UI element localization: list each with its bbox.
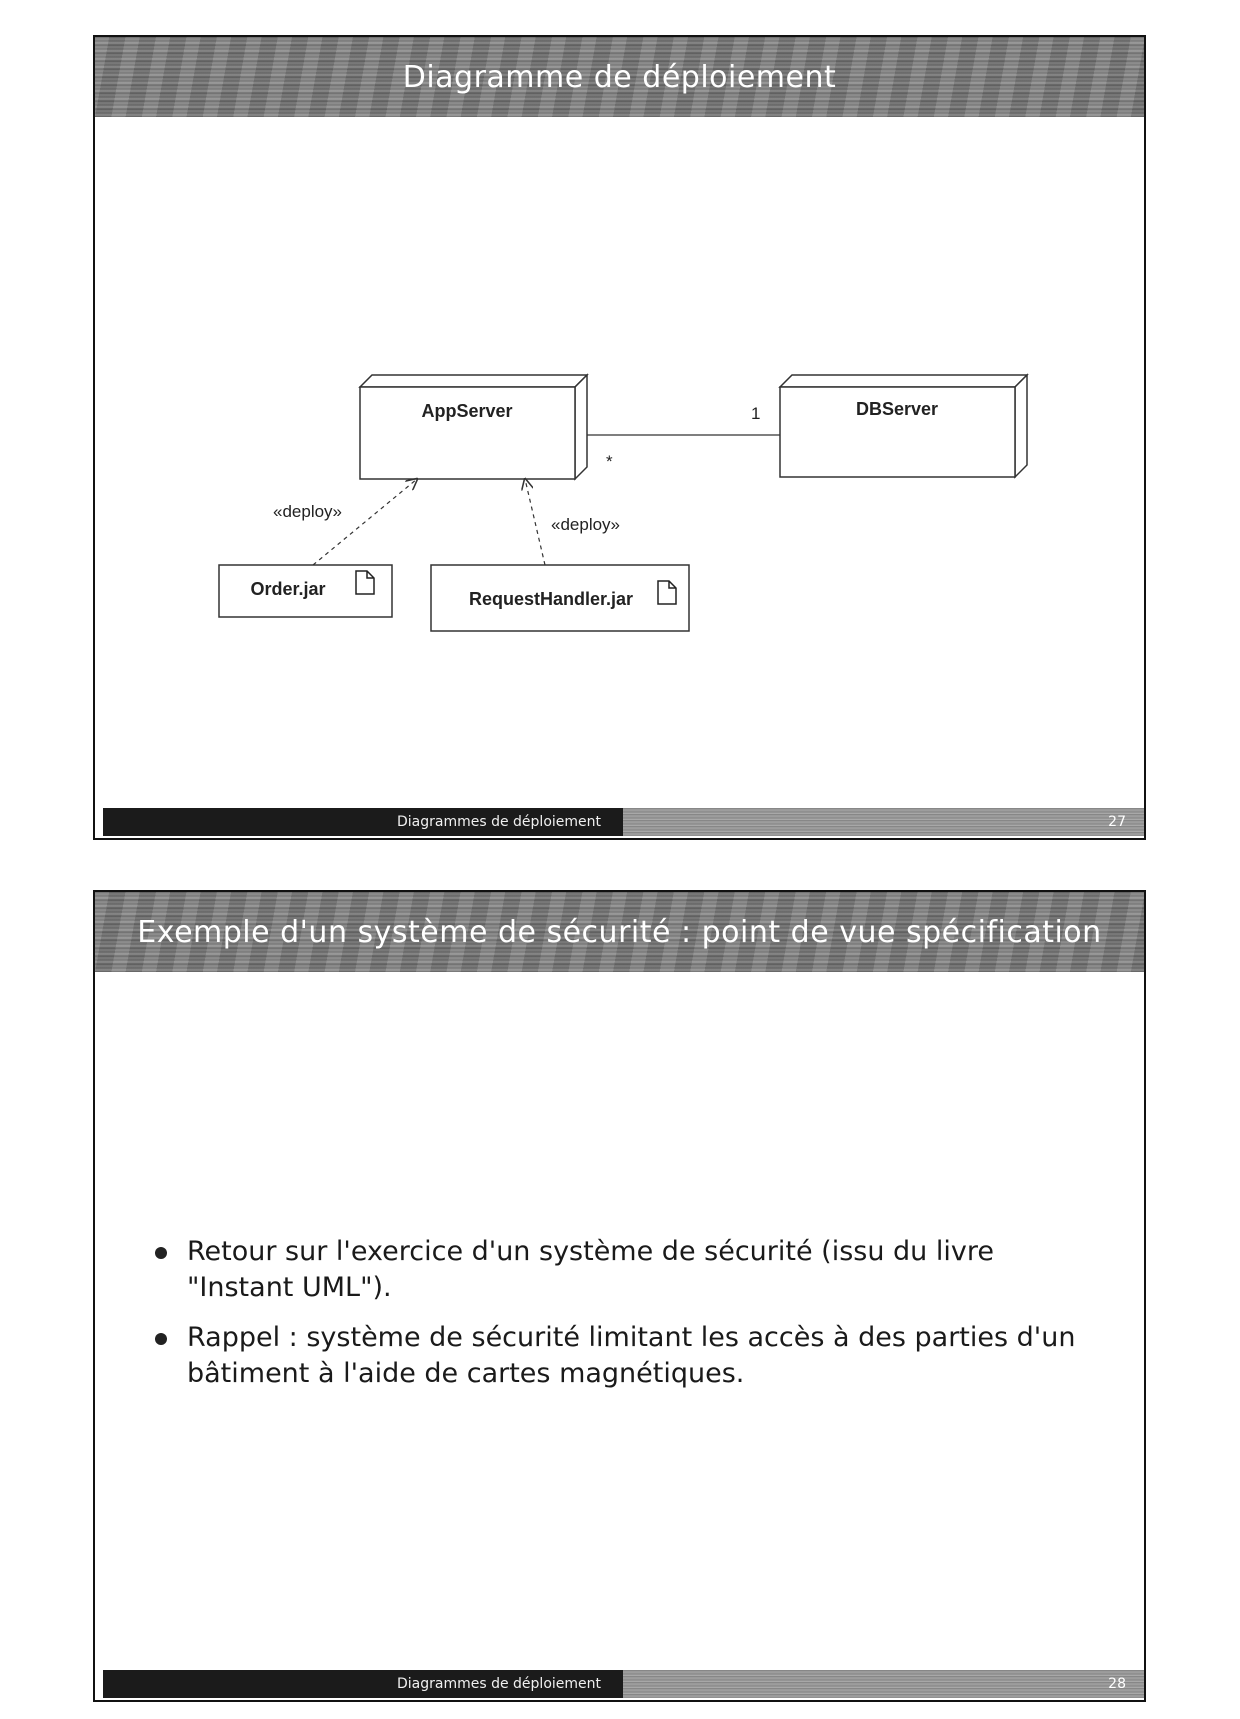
appserver-node: AppServer — [358, 373, 589, 481]
slide-title-bar: Exemple d'un système de sécurité : point… — [95, 892, 1144, 972]
footer-section-title: Diagrammes de déploiement — [103, 808, 623, 836]
deploy-dependency-right — [525, 479, 546, 566]
slide-title-bar: Diagramme de déploiement — [95, 37, 1144, 117]
bullet-text: Retour sur l'exercice d'un système de sé… — [187, 1236, 994, 1303]
deployment-diagram: AppServer DBServer * 1 Order.jar Request… — [218, 373, 1029, 632]
artifact-document-icon — [657, 580, 677, 605]
slide-27: Diagramme de déploiement AppServer DBSer… — [93, 35, 1146, 840]
page-number: 27 — [623, 808, 1144, 836]
slide-title: Exemple d'un système de sécurité : point… — [137, 914, 1102, 950]
multiplicity-app: * — [606, 452, 613, 471]
order-jar-label: Order.jar — [250, 579, 325, 599]
bullet-text: Rappel : système de sécurité limitant le… — [187, 1322, 1076, 1389]
deploy-label-right: «deploy» — [551, 515, 620, 534]
order-jar-artifact: Order.jar — [218, 564, 393, 618]
bullet-list: Retour sur l'exercice d'un système de sé… — [155, 1234, 1104, 1406]
list-item: Retour sur l'exercice d'un système de sé… — [155, 1234, 1104, 1306]
slide-title: Diagramme de déploiement — [402, 59, 837, 95]
page-number: 28 — [623, 1670, 1144, 1698]
requesthandler-jar-label: RequestHandler.jar — [469, 589, 633, 609]
requesthandler-jar-artifact: RequestHandler.jar — [430, 564, 690, 632]
list-item: Rappel : système de sécurité limitant le… — [155, 1320, 1104, 1392]
multiplicity-db: 1 — [751, 404, 760, 423]
slide-footer: Diagrammes de déploiement 27 — [103, 808, 1144, 836]
dbserver-label: DBServer — [856, 399, 938, 419]
deploy-dependency-left — [312, 479, 417, 566]
appserver-label: AppServer — [421, 401, 512, 421]
dbserver-node: DBServer — [778, 373, 1029, 479]
slide-28: Exemple d'un système de sécurité : point… — [93, 890, 1146, 1702]
bullet-icon — [155, 1333, 167, 1345]
artifact-document-icon — [355, 570, 375, 595]
footer-section-title: Diagrammes de déploiement — [103, 1670, 623, 1698]
deploy-label-left: «deploy» — [273, 502, 342, 521]
bullet-icon — [155, 1247, 167, 1259]
slide-footer: Diagrammes de déploiement 28 — [103, 1670, 1144, 1698]
